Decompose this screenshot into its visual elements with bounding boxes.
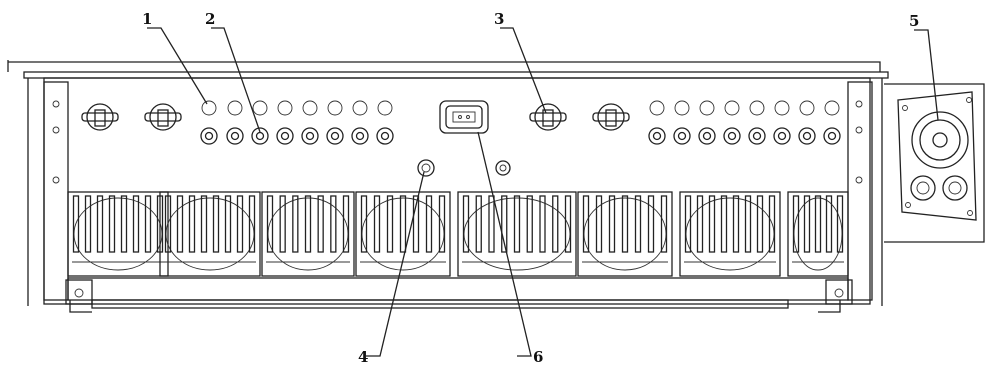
pv-connector-icon: [748, 127, 766, 145]
pv-connector-icon: [823, 127, 841, 145]
side-screw-holes: [52, 100, 863, 184]
vent-plug-icon: [327, 100, 343, 116]
vent-plug-icon: [649, 100, 665, 116]
knob-icon: [529, 103, 567, 131]
callout-6: 6: [533, 348, 543, 366]
leader-5: [914, 29, 939, 121]
fan-module: [355, 191, 451, 277]
knob-icon: [144, 103, 182, 131]
pv-connector-icon: [673, 127, 691, 145]
pv-connector-icon: [648, 127, 666, 145]
pv-connector-icon: [723, 127, 741, 145]
vent-plug-icon: [252, 100, 268, 116]
pv-connector-icon: [276, 127, 294, 145]
callout-1: 1: [142, 10, 152, 28]
vent-plug-icon: [749, 100, 765, 116]
pv-connector-icon: [698, 127, 716, 145]
vent-plug-icon: [674, 100, 690, 116]
pv-connector-icon: [773, 127, 791, 145]
pv-connector-icon: [226, 127, 244, 145]
ac-terminal-box: [884, 83, 985, 243]
leader-1: [147, 27, 208, 105]
fan-module: [261, 191, 355, 277]
leader-4: [366, 171, 425, 357]
vent-plug-icon: [774, 100, 790, 116]
vent-plug-icon: [201, 100, 217, 116]
pv-connector-icon: [301, 127, 319, 145]
fan-module: [159, 191, 261, 277]
callout-2: 2: [205, 10, 215, 28]
leader-6: [477, 131, 532, 357]
vent-plug-icon: [277, 100, 293, 116]
dc-switch-knobs: [81, 103, 630, 131]
fan-modules: [67, 191, 849, 277]
pv-connector-icon: [326, 127, 344, 145]
callout-labels: 1 2 3 4 5 6: [142, 10, 919, 366]
leader-2: [211, 27, 261, 133]
leader-3: [500, 27, 547, 114]
connector-rows: [200, 100, 841, 145]
pv-connector-icon: [798, 127, 816, 145]
vent-plug-icon: [302, 100, 318, 116]
vent-plug-icon: [352, 100, 368, 116]
communication-port: [439, 100, 489, 134]
knob-icon: [592, 103, 630, 131]
pv-connector-icon: [251, 127, 269, 145]
callout-3: 3: [494, 10, 504, 28]
enclosure: [7, 60, 889, 313]
knob-icon: [81, 103, 119, 131]
vent-plug-icon: [824, 100, 840, 116]
ground-ports: [417, 159, 511, 177]
vent-plug-icon: [724, 100, 740, 116]
fan-module: [679, 191, 781, 277]
callout-5: 5: [909, 12, 919, 30]
fan-module: [457, 191, 577, 277]
pv-connector-icon: [376, 127, 394, 145]
pv-connector-icon: [200, 127, 218, 145]
vent-plug-icon: [227, 100, 243, 116]
pv-connector-icon: [351, 127, 369, 145]
vent-plug-icon: [699, 100, 715, 116]
fan-module: [67, 191, 169, 277]
fan-module: [787, 191, 849, 277]
vent-plug-icon: [799, 100, 815, 116]
callout-4: 4: [358, 348, 368, 366]
leader-lines: [147, 27, 939, 357]
vent-plug-icon: [377, 100, 393, 116]
fan-module: [577, 191, 673, 277]
